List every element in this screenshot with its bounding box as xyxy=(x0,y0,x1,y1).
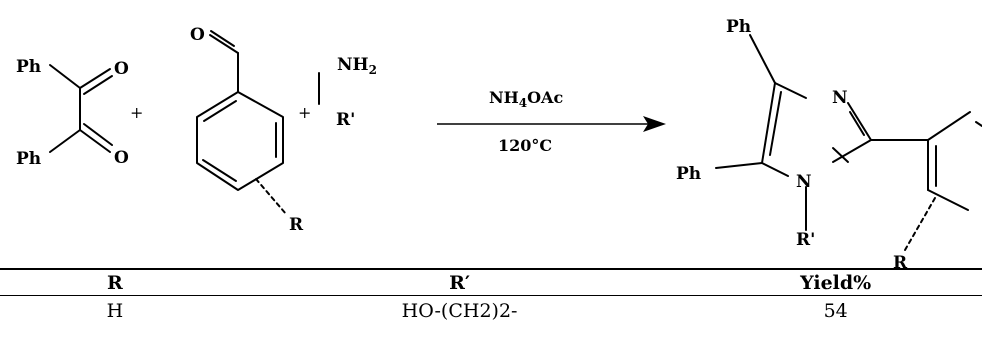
product-ph-top: Ph xyxy=(726,17,751,37)
benzil-ph-bottom: Ph xyxy=(16,149,41,169)
amine-nh: NH2 xyxy=(337,55,377,77)
header-r-prime: R′ xyxy=(229,268,690,296)
amine-r-prime: R' xyxy=(336,110,355,130)
aldehyde-r-substituent: R xyxy=(289,215,304,235)
reaction-arrow xyxy=(437,116,666,132)
aldehyde-oxygen: O xyxy=(190,25,205,45)
product-structure xyxy=(715,34,982,251)
product-r-prime: R' xyxy=(796,230,815,250)
benzil-oxygen-top: O xyxy=(114,59,129,79)
temperature-label: 120°C xyxy=(498,136,552,155)
product-n-top: N xyxy=(832,88,848,108)
product-ph-left: Ph xyxy=(676,164,701,184)
table-row: H HO-(CH2)2- 54 xyxy=(0,296,982,325)
table-header-row: R R′ Yield% xyxy=(0,268,982,296)
product-r-substituent: R xyxy=(893,253,908,268)
reaction-scheme: Ph Ph O O + O R + NH2 R' NH4OAc 120°C xyxy=(16,17,982,268)
benzil-structure xyxy=(49,64,113,153)
product-n-bottom: N xyxy=(796,172,812,192)
plus-sign-2: + xyxy=(298,103,311,122)
header-r: R xyxy=(0,268,230,296)
benzil-oxygen-bottom: O xyxy=(114,148,129,168)
reagent-label: NH4OAc xyxy=(489,88,563,110)
aldehyde-structure xyxy=(196,30,287,215)
cell-r-prime: HO-(CH2)2- xyxy=(401,300,518,322)
benzil-ph-top: Ph xyxy=(16,57,41,77)
cell-r: H xyxy=(106,300,124,322)
header-yield: Yield% xyxy=(689,268,982,296)
plus-sign-1: + xyxy=(130,103,143,122)
cell-yield: 54 xyxy=(823,300,848,322)
yield-table: R R′ Yield% H HO-(CH2)2- 54 xyxy=(0,268,982,324)
